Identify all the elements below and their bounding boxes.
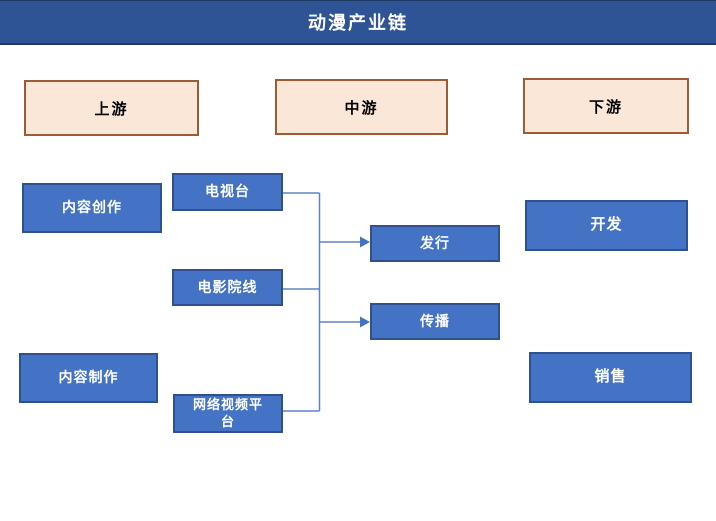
arrow-right-icon bbox=[360, 236, 370, 248]
node-label: 销售 bbox=[594, 368, 627, 386]
node-label: 网络视频平台 bbox=[192, 397, 263, 429]
page-title: 动漫产业链 bbox=[308, 13, 408, 33]
arrow-right-icon bbox=[360, 316, 370, 328]
column-header-downstream: 下游 bbox=[523, 78, 689, 134]
column-header-upstream: 上游 bbox=[24, 80, 199, 136]
node-dissemination: 传播 bbox=[370, 303, 500, 340]
node-label: 开发 bbox=[590, 216, 623, 234]
title-bar: 动漫产业链 bbox=[0, 0, 716, 45]
column-header-label: 上游 bbox=[94, 100, 129, 118]
node-label: 内容制作 bbox=[58, 369, 119, 386]
node-label: 传播 bbox=[420, 312, 450, 329]
node-content-creation: 内容创作 bbox=[22, 183, 162, 233]
column-header-label: 中游 bbox=[344, 99, 379, 117]
column-header-midstream: 中游 bbox=[275, 79, 448, 135]
node-label: 内容创作 bbox=[62, 199, 122, 216]
node-film-cinema: 电影院线 bbox=[172, 269, 283, 306]
node-online-video-platform: 网络视频平台 bbox=[173, 394, 283, 433]
node-distribution: 发行 bbox=[370, 225, 500, 262]
node-label: 电视台 bbox=[205, 183, 250, 200]
node-label: 电影院线 bbox=[197, 278, 258, 295]
node-tv-station: 电视台 bbox=[172, 173, 283, 211]
node-label: 发行 bbox=[420, 234, 450, 251]
node-development: 开发 bbox=[525, 200, 688, 251]
node-content-production: 内容制作 bbox=[19, 353, 158, 403]
node-sales: 销售 bbox=[529, 352, 692, 403]
column-header-label: 下游 bbox=[588, 98, 623, 116]
